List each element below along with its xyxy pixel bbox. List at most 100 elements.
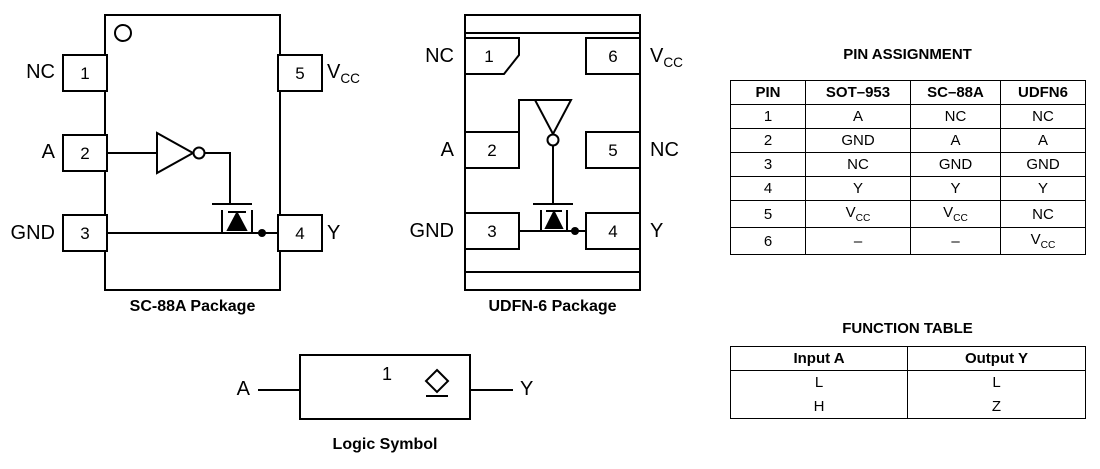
table-cell: VCC — [910, 200, 1001, 228]
sc88a-pin5-label: VCC — [327, 61, 360, 86]
udfn6-pin6-number: 6 — [608, 47, 618, 66]
table-cell: Y — [1000, 176, 1086, 201]
sc88a-pin3-number: 3 — [80, 224, 90, 243]
function-table-title: FUNCTION TABLE — [842, 320, 973, 337]
table-cell: 3 — [730, 152, 806, 177]
table-cell: 1 — [730, 104, 806, 129]
table-cell: GND — [1000, 152, 1086, 177]
logic-gate-label: 1 — [381, 364, 392, 384]
udfn6-pin4-label: Y — [650, 220, 664, 242]
inverter-bubble-icon — [546, 133, 560, 147]
udfn6-pin2-number: 2 — [487, 141, 497, 160]
udfn6-pin5-number: 5 — [608, 141, 618, 160]
pin-assignment-title: PIN ASSIGNMENT — [843, 46, 972, 63]
table-cell: GND — [910, 152, 1001, 177]
udfn6-pin2-pad — [464, 131, 520, 169]
table-cell: – — [805, 227, 911, 255]
sc88a-pin3-label: GND — [10, 222, 55, 244]
table-cell: – — [910, 227, 1001, 255]
logic-symbol-diagram — [258, 354, 513, 420]
udfn6-pin4-number: 4 — [608, 222, 618, 241]
sc88a-pin1-box — [62, 54, 108, 92]
sc88a-pin5-box — [277, 54, 323, 92]
sc88a-pin1-number: 1 — [80, 64, 90, 83]
table-row: 6––VCC — [730, 227, 1086, 255]
pin1-orientation-mark-icon — [114, 24, 132, 42]
sc88a-pin3-box — [62, 214, 108, 252]
table-cell: NC — [805, 152, 911, 177]
table-cell: NC — [1000, 200, 1086, 228]
table-cell: L — [907, 370, 1086, 395]
udfn6-pin1-number: 1 — [484, 47, 494, 66]
inverter-triangle-icon — [533, 99, 573, 137]
logic-input-label: A — [236, 378, 250, 400]
udfn6-caption: UDFN-6 Package — [488, 298, 617, 315]
column-header: PIN — [730, 80, 806, 105]
udfn6-pin1-pad-chamfered — [464, 37, 520, 75]
logic-symbol-caption: Logic Symbol — [332, 436, 438, 453]
table-cell: 5 — [730, 200, 806, 228]
sc88a-caption: SC-88A Package — [129, 298, 256, 315]
column-header: Input A — [730, 346, 908, 371]
udfn6-pin1-label: NC — [425, 45, 454, 67]
inverter-bubble-icon — [192, 146, 206, 160]
column-header: UDFN6 — [1000, 80, 1086, 105]
udfn6-pin5-label: NC — [650, 139, 679, 161]
table-cell: NC — [1000, 104, 1086, 129]
udfn6-pin3-label: GND — [409, 220, 454, 242]
udfn6-pin2-label: A — [440, 139, 454, 161]
table-cell: GND — [805, 128, 911, 153]
table-cell: A — [910, 128, 1001, 153]
gate-wire — [204, 152, 231, 204]
table-cell: VCC — [805, 200, 911, 228]
udfn6-pin6-label: VCC — [650, 45, 683, 70]
udfn6-pin6-pad — [585, 37, 641, 75]
sc88a-pin4-label: Y — [327, 222, 341, 244]
body-diode-icon — [544, 209, 564, 229]
table-cell: NC — [910, 104, 1001, 129]
table-cell: 2 — [730, 128, 806, 153]
column-header: SC–88A — [910, 80, 1001, 105]
sc88a-pin1-label: NC — [26, 61, 55, 83]
table-cell: 6 — [730, 227, 806, 255]
sc88a-pin2-label: A — [41, 141, 55, 163]
column-header: Output Y — [907, 346, 1086, 371]
table-cell: Z — [907, 394, 1086, 419]
table-cell: VCC — [1000, 227, 1086, 255]
table-cell: H — [730, 394, 908, 419]
table-cell: 4 — [730, 176, 806, 201]
udfn6-package-diagram — [464, 14, 641, 291]
sc88a-pin5-number: 5 — [295, 64, 305, 83]
logic-output-label: Y — [520, 378, 534, 400]
junction-dot — [258, 229, 266, 237]
table-cell: A — [805, 104, 911, 129]
udfn6-pin5-pad — [585, 131, 641, 169]
column-header: SOT–953 — [805, 80, 911, 105]
table-cell: Y — [910, 176, 1001, 201]
table-cell: L — [730, 370, 908, 395]
inverter-triangle-icon — [156, 131, 196, 175]
body-diode-icon — [226, 210, 248, 231]
table-cell: A — [1000, 128, 1086, 153]
sc88a-pin2-number: 2 — [80, 144, 90, 163]
junction-dot — [571, 227, 579, 235]
udfn6-pin3-pad — [464, 212, 520, 250]
udfn6-pin3-number: 3 — [487, 222, 497, 241]
table-cell: Y — [805, 176, 911, 201]
